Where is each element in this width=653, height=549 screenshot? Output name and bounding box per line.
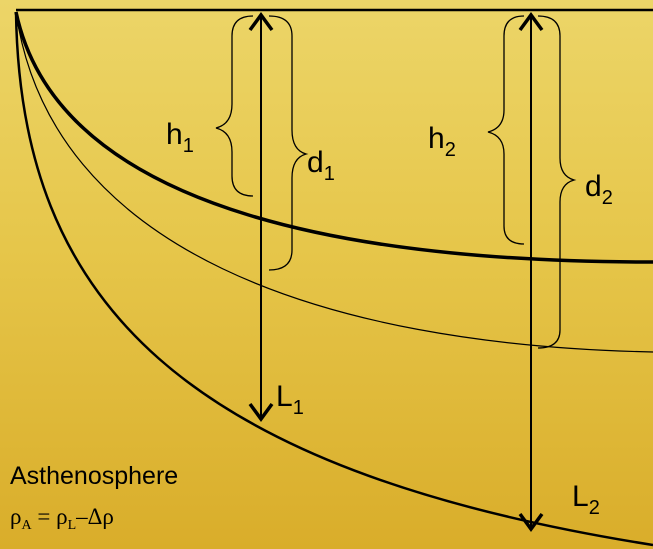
- brace-d1: [268, 15, 309, 271]
- label-d2: d2: [585, 170, 613, 209]
- brace-d2: [537, 15, 577, 349]
- label-L1: L1: [276, 380, 304, 419]
- label-L2: L2: [572, 480, 600, 519]
- label-h1: h1: [166, 118, 194, 157]
- asthenosphere-label: Asthenosphere: [10, 462, 178, 490]
- arrow-L1-head-bottom: [248, 402, 274, 422]
- label-h2: h2: [428, 122, 456, 161]
- arrow-L1-head-top: [248, 12, 274, 32]
- brace-h2: [487, 15, 525, 245]
- label-d1: d1: [307, 146, 335, 185]
- brace-h1: [215, 15, 254, 197]
- arrow-L2-head-top: [518, 12, 544, 32]
- curve-d: [15, 11, 653, 353]
- arrow-L2-head-bottom: [518, 512, 544, 532]
- density-equation: ρA = ρL–Δρ: [10, 504, 114, 533]
- curve-L: [14, 11, 653, 547]
- curve-h: [14, 11, 653, 264]
